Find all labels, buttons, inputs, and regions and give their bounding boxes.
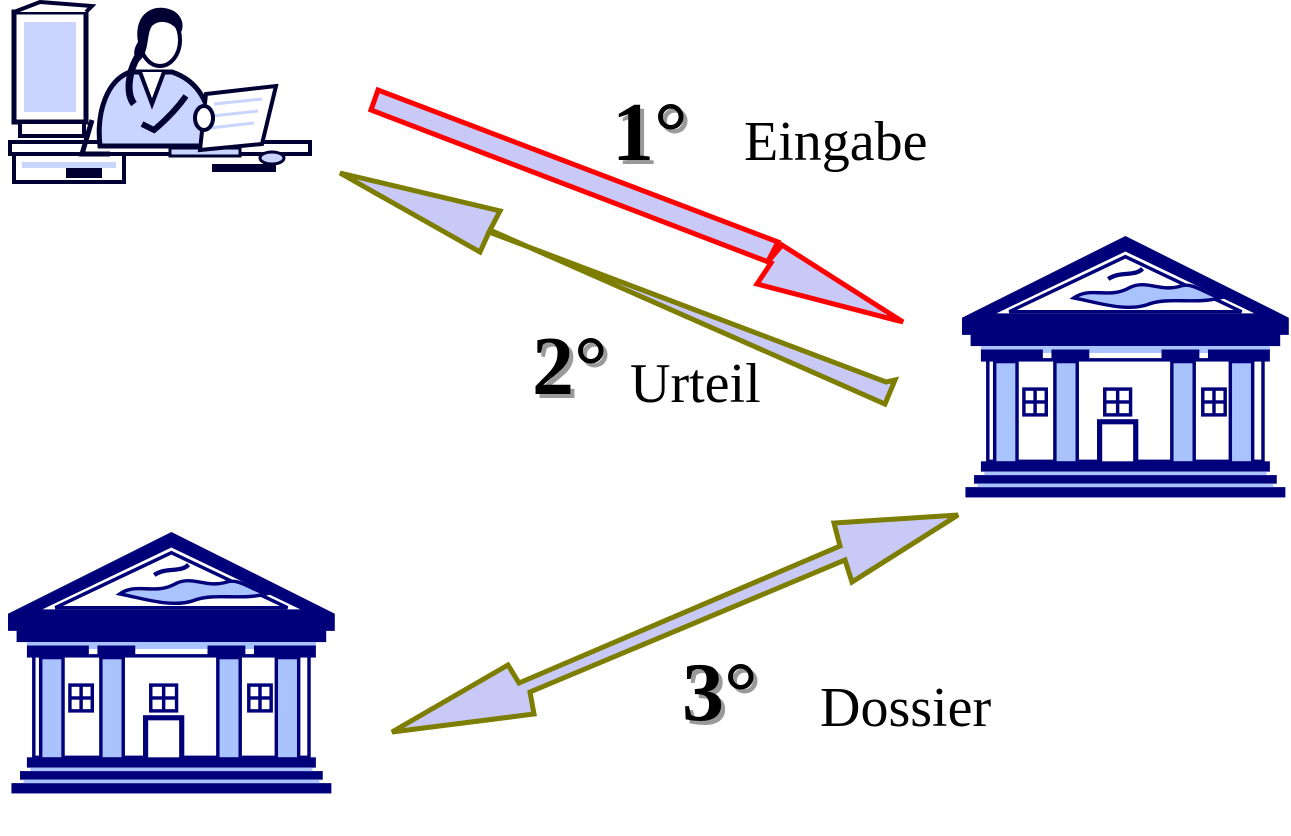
step-3-number: 3° (682, 646, 758, 739)
step-2-text: Urteil (630, 353, 761, 415)
step-2-label-group: 2° 2° Urteil (532, 320, 761, 417)
step-3-number-shadow: 3° (686, 650, 762, 743)
step-3-label-group: 3° 3° Dossier (682, 646, 991, 743)
arrow-step-1 (367, 86, 905, 325)
arrow-step-2 (338, 170, 900, 408)
step-1-number-shadow: 1° (616, 90, 692, 183)
step-3-text: Dossier (820, 677, 991, 739)
step-1-text: Eingabe (744, 111, 927, 173)
court-building-left-icon (8, 532, 335, 793)
person-at-computer-icon (8, 0, 312, 184)
arrow-step-3 (390, 512, 960, 735)
step-2-number: 2° (532, 320, 608, 413)
step-1-number: 1° (612, 86, 688, 179)
step-2-number-shadow: 2° (536, 324, 612, 417)
step-1-label-group: 1° 1° Eingabe (612, 86, 927, 183)
court-building-right-icon (962, 236, 1289, 497)
